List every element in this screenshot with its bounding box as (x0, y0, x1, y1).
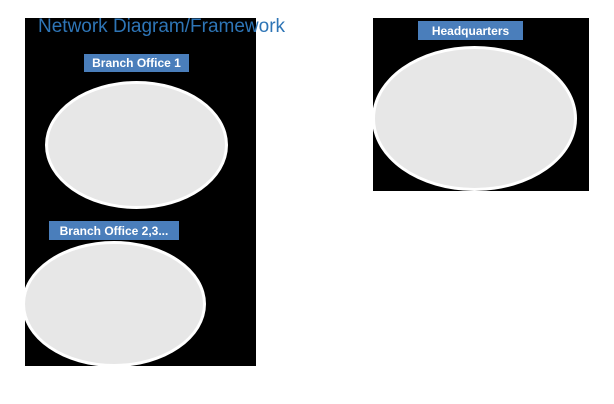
branch-office-2-3-network-ellipse (22, 241, 206, 367)
branch-office-2-3-header: Branch Office 2,3... (49, 221, 179, 240)
headquarters-network-ellipse (372, 46, 577, 191)
headquarters-header: Headquarters (418, 21, 523, 40)
branch-office-1-network-ellipse (45, 81, 228, 209)
branch-office-1-header: Branch Office 1 (84, 54, 189, 72)
diagram-title: Network Diagram/Framework (38, 16, 286, 37)
